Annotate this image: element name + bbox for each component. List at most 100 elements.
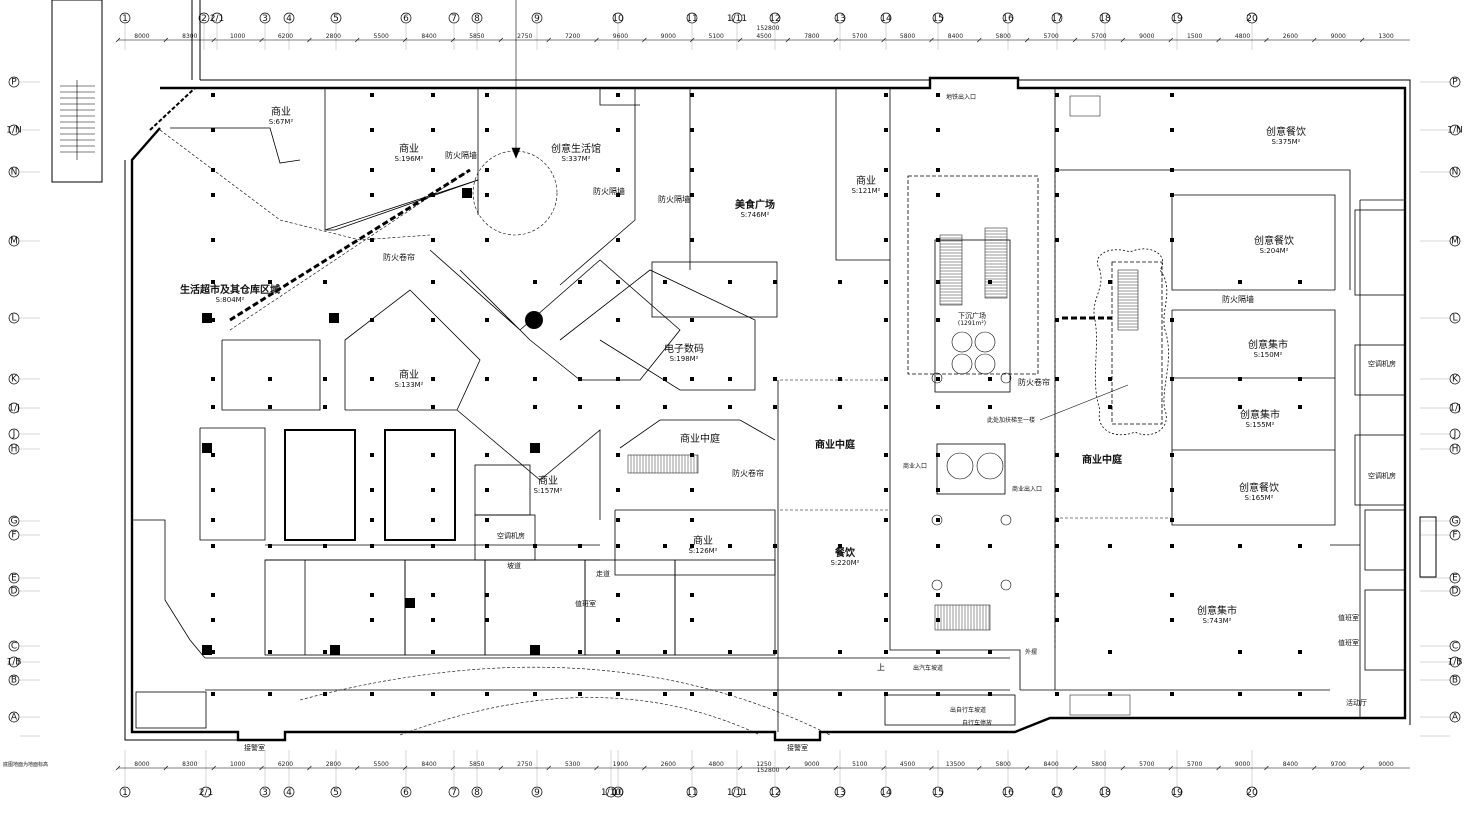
grid-row-label: E	[11, 574, 17, 584]
grid-bubble-top: 1/11	[727, 12, 747, 24]
grid-row-label: E	[1452, 574, 1458, 584]
column	[431, 692, 435, 696]
column	[663, 405, 667, 409]
column	[1170, 238, 1174, 242]
grid-row-label: G	[11, 517, 18, 527]
grid-bubble-row: P	[8, 76, 20, 88]
column	[1055, 544, 1059, 548]
column	[1170, 488, 1174, 492]
grid-bubble-top: 18	[1099, 12, 1111, 24]
grid-bubble-bottom: 14	[880, 786, 892, 798]
column	[1108, 692, 1112, 696]
column	[1170, 692, 1174, 696]
room-area: S:150M²	[1253, 351, 1282, 359]
room-labels: 商业 S:67M² 商业 S:196M² 创意生活馆 S:337M² 美食广场 …	[180, 105, 1306, 625]
grid-column-label: 20	[1246, 788, 1258, 798]
dimension-label: 5800	[900, 33, 915, 40]
column	[211, 544, 215, 548]
grid-column-label: 13	[834, 14, 845, 24]
column	[663, 544, 667, 548]
grid-bubble-row: B	[8, 674, 20, 686]
column	[211, 280, 215, 284]
dimension-label: 2800	[326, 761, 341, 768]
grid-bubble-bottom: 1/11	[727, 786, 747, 798]
room-name: 创意集市	[1240, 408, 1280, 421]
column	[431, 518, 435, 522]
column	[1170, 453, 1174, 457]
grid-bubble-row: D	[1449, 585, 1461, 597]
fire-wall-label: 防火隔墙	[445, 150, 477, 160]
column	[616, 238, 620, 242]
grid-bubble-bottom: 13	[834, 786, 846, 798]
column	[1170, 128, 1174, 132]
grid-row-label: H	[1452, 445, 1459, 455]
dimension-label: 5100	[709, 33, 724, 40]
grid-column-label: 1	[122, 14, 128, 24]
grid-bubble-bottom: 18	[1099, 786, 1111, 798]
column	[370, 318, 374, 322]
grid-column-label: 2	[201, 14, 207, 24]
grid-bubble-top: 15	[932, 12, 944, 24]
column	[370, 692, 374, 696]
column	[370, 238, 374, 242]
grid-column-label: 2/1	[210, 14, 224, 24]
room-area: S:746M²	[740, 211, 769, 219]
grid-bubble-bottom: 11	[686, 786, 698, 798]
grid-row-label: J	[1453, 430, 1457, 440]
grid-row-label: P	[11, 78, 17, 88]
grid-bubble-row: L	[1449, 312, 1461, 324]
column	[211, 93, 215, 97]
column	[616, 377, 620, 381]
column	[485, 488, 489, 492]
fire-curtains	[159, 129, 1172, 736]
grid-bubble-top: 3	[259, 12, 271, 24]
column	[370, 168, 374, 172]
column	[268, 405, 272, 409]
grid-bubble-bottom: 7	[448, 786, 460, 798]
column	[1238, 405, 1242, 409]
grid-bubble-bottom: 17	[1051, 786, 1063, 798]
column	[884, 93, 888, 97]
column	[323, 280, 327, 284]
room-name: 创意生活馆	[551, 142, 601, 155]
dimension-label: 8300	[182, 33, 197, 40]
duty-label: 值班室	[1338, 613, 1359, 622]
grid-bubble-top: 13	[834, 12, 846, 24]
column	[884, 405, 888, 409]
grid-column-label: 12	[769, 788, 780, 798]
fire-shutter-label: 防火卷帘	[383, 252, 415, 262]
column	[884, 318, 888, 322]
column	[268, 544, 272, 548]
column	[323, 692, 327, 696]
grid-column-label: 7	[451, 788, 457, 798]
grid-bubble-bottom: 4	[283, 786, 295, 798]
column	[773, 377, 777, 381]
column	[211, 377, 215, 381]
column	[1238, 280, 1242, 284]
room-area: S:204M²	[1259, 247, 1288, 255]
column	[690, 168, 694, 172]
column	[1055, 193, 1059, 197]
dimension-label: 8400	[1043, 761, 1058, 768]
column	[690, 488, 694, 492]
fire-shutter-label: 防火卷帘	[732, 468, 764, 478]
column	[1055, 593, 1059, 597]
grid-bubble-top: 12	[769, 12, 781, 24]
dimension-label: 2750	[517, 33, 532, 40]
column	[1298, 650, 1302, 654]
grid-bubble-row: G	[1449, 515, 1461, 527]
dimension-label: 13500	[946, 761, 965, 768]
dimension-label: 7200	[565, 33, 580, 40]
room-name: 下沉广场	[958, 311, 986, 320]
column	[211, 650, 215, 654]
column	[1055, 238, 1059, 242]
column	[884, 618, 888, 622]
column	[211, 193, 215, 197]
grid-row-label: 1/B	[1448, 658, 1463, 668]
dimension-label: 1000	[230, 33, 245, 40]
grid-bubble-top: 10	[612, 12, 624, 24]
room-name: 餐饮	[834, 546, 856, 559]
room-name: 美食广场	[735, 198, 775, 211]
column	[1108, 650, 1112, 654]
